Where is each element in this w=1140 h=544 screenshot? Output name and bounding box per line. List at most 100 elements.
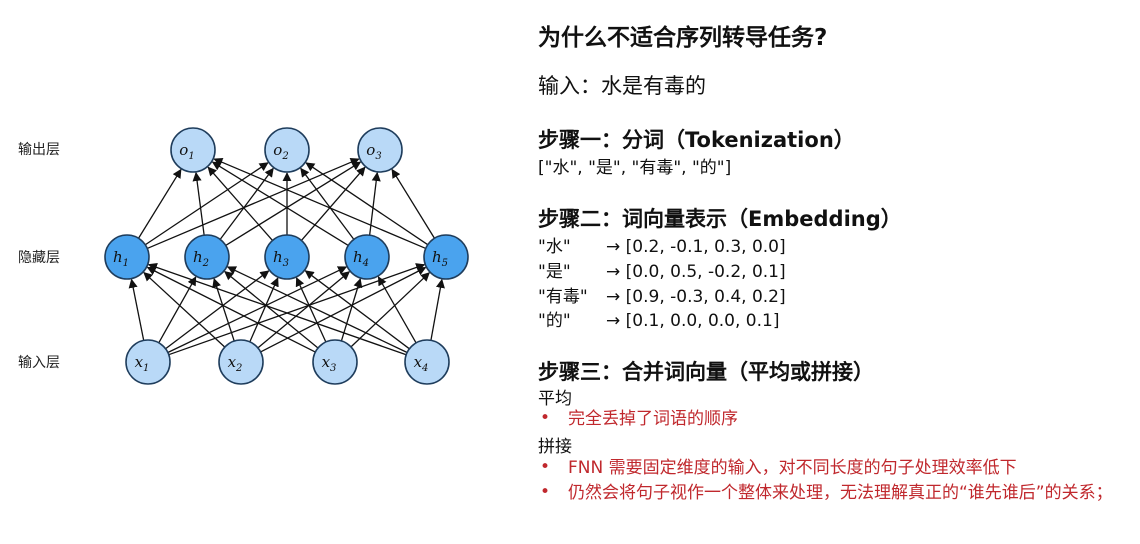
node-circle bbox=[218, 339, 264, 385]
node-label: o1 bbox=[179, 141, 194, 162]
node-circle bbox=[184, 234, 230, 280]
hidden-node: h4 bbox=[344, 234, 390, 280]
input-node: x2 bbox=[218, 339, 264, 385]
edge-arrow bbox=[249, 277, 279, 343]
node-label: h5 bbox=[432, 248, 448, 269]
edge-arrow bbox=[350, 272, 430, 348]
input-example: 输入：水是有毒的 bbox=[538, 74, 706, 98]
input-node: x1 bbox=[125, 339, 171, 385]
edge-arrow bbox=[146, 266, 316, 353]
edge-arrow bbox=[300, 167, 355, 240]
embedding-row: "有毒" → [0.9, -0.3, 0.4, 0.2] bbox=[538, 282, 786, 307]
edge-arrow bbox=[224, 271, 319, 349]
embedding-vector: → [0.2, -0.1, 0.3, 0.0] bbox=[606, 237, 786, 257]
average-label: 平均 bbox=[538, 389, 572, 409]
embedding-word: "是" bbox=[538, 262, 571, 282]
layer-label-hidden: 隐藏层 bbox=[18, 250, 60, 266]
edge-arrow bbox=[137, 168, 182, 239]
embedding-row: "是" → [0.0, 0.5, -0.2, 0.1] bbox=[538, 257, 786, 282]
layer-label-output: 输出层 bbox=[18, 142, 60, 158]
step3-title: 步骤三：合并词向量（平均或拼接） bbox=[538, 360, 874, 384]
edge-arrow bbox=[340, 278, 363, 342]
embedding-row: "的" → [0.1, 0.0, 0.0, 0.1] bbox=[538, 306, 779, 331]
edge-arrow bbox=[211, 161, 349, 247]
node-label: o3 bbox=[366, 141, 381, 162]
bullet-text: 仍然会将句子视作一个整体来处理，无法理解真正的“谁先谁后”的关系； bbox=[568, 483, 1113, 503]
edge-arrow bbox=[257, 271, 351, 349]
bullet-icon: • bbox=[540, 457, 551, 477]
edge-arrow bbox=[225, 161, 362, 246]
edge-arrow bbox=[167, 266, 348, 354]
edge-arrow bbox=[128, 278, 145, 341]
node-label: h4 bbox=[353, 248, 369, 269]
edge-arrow bbox=[260, 266, 427, 353]
edge-arrow bbox=[192, 171, 205, 236]
node-label: x4 bbox=[414, 353, 429, 374]
step1-tokens: ["水", "是", "有毒", "的"] bbox=[538, 158, 732, 178]
node-circle bbox=[170, 127, 216, 173]
bullet-text: 完全丢掉了词语的顺序 bbox=[568, 409, 738, 429]
hidden-node: h5 bbox=[423, 234, 469, 280]
embedding-word: "水" bbox=[538, 237, 571, 257]
edge-arrow bbox=[300, 166, 366, 241]
edge-arrow bbox=[213, 157, 426, 250]
explanation-panel: 为什么不适合序列转导任务? 输入：水是有毒的 步骤一：分词（Tokenizati… bbox=[538, 0, 1128, 544]
edge-arrow bbox=[391, 168, 436, 239]
node-circle bbox=[125, 339, 171, 385]
embedding-vector: → [0.0, 0.5, -0.2, 0.1] bbox=[606, 262, 786, 282]
node-circle bbox=[404, 339, 450, 385]
output-node: o1 bbox=[170, 127, 216, 173]
edge-arrow bbox=[304, 270, 410, 350]
step2-title: 步骤二：词向量表示（Embedding） bbox=[538, 207, 902, 231]
layer-labels: 输出层 隐藏层 输入层 bbox=[18, 142, 60, 371]
node-label: o2 bbox=[273, 141, 288, 162]
edge-arrow bbox=[158, 276, 197, 344]
edge-arrow bbox=[305, 162, 429, 246]
node-circle bbox=[312, 339, 358, 385]
node-circle bbox=[264, 127, 310, 173]
panel-title: 为什么不适合序列转导任务? bbox=[538, 25, 828, 51]
hidden-node: h1 bbox=[104, 234, 150, 280]
hidden-node: h3 bbox=[264, 234, 310, 280]
node-label: x3 bbox=[322, 353, 337, 374]
edge-arrow bbox=[430, 278, 445, 341]
node-circle bbox=[423, 234, 469, 280]
node-circle bbox=[264, 234, 310, 280]
edge-arrow bbox=[219, 167, 274, 240]
embedding-row: "水" → [0.2, -0.1, 0.3, 0.0] bbox=[538, 232, 786, 257]
output-node: o3 bbox=[357, 127, 403, 173]
edge-arrow bbox=[377, 276, 417, 344]
embedding-word: "的" bbox=[538, 311, 571, 331]
edge-arrow bbox=[226, 266, 408, 354]
edge-arrow bbox=[147, 263, 407, 356]
input-node: x3 bbox=[312, 339, 358, 385]
network-edges bbox=[128, 157, 445, 356]
embedding-word: "有毒" bbox=[538, 287, 588, 307]
node-circle bbox=[104, 234, 150, 280]
node-label: h2 bbox=[193, 248, 209, 269]
node-label: h3 bbox=[273, 248, 289, 269]
output-node: o2 bbox=[264, 127, 310, 173]
neural-network-diagram: o1 o2 o3 h1 h2 h3 h4 h5 x1 x2 x3 x4 输出层 隐藏层 输入层 bbox=[18, 127, 469, 385]
node-label: h1 bbox=[113, 248, 129, 269]
edge-arrow bbox=[207, 166, 273, 241]
input-node: x4 bbox=[404, 339, 450, 385]
network-nodes: o1 o2 o3 h1 h2 h3 h4 h5 x1 x2 x3 x4 bbox=[104, 127, 469, 385]
node-label: x1 bbox=[135, 353, 150, 374]
edge-arrow bbox=[143, 271, 226, 348]
embedding-vector: → [0.1, 0.0, 0.0, 0.1] bbox=[606, 311, 780, 331]
concat-label: 拼接 bbox=[538, 437, 572, 457]
hidden-node: h2 bbox=[184, 234, 230, 280]
edge-arrow bbox=[165, 270, 270, 350]
node-label: x2 bbox=[228, 353, 243, 374]
bullet-icon: • bbox=[540, 408, 551, 428]
embedding-vector: → [0.9, -0.3, 0.4, 0.2] bbox=[606, 287, 786, 307]
bullet-text: FNN 需要固定维度的输入，对不同长度的句子处理效率低下 bbox=[568, 458, 1017, 478]
bullet-icon: • bbox=[540, 482, 551, 502]
step1-title: 步骤一：分词（Tokenization） bbox=[538, 128, 855, 152]
edge-arrow bbox=[295, 277, 327, 343]
node-circle bbox=[344, 234, 390, 280]
node-circle bbox=[357, 127, 403, 173]
layer-label-input: 输入层 bbox=[18, 355, 60, 371]
edge-arrow bbox=[144, 162, 269, 246]
